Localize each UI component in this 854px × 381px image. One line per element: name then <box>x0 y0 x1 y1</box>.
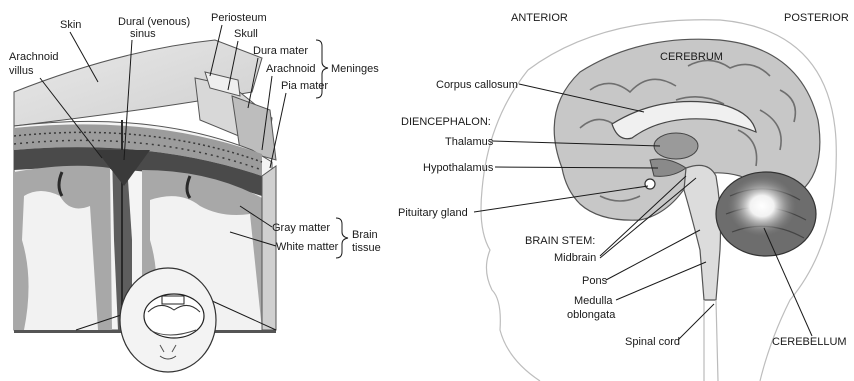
block-side-face <box>262 166 276 330</box>
pituitary-shape <box>645 179 655 189</box>
label-dural-sinus-line2: sinus <box>130 28 156 40</box>
label-cerebellum: CEREBELLUM <box>772 336 847 348</box>
label-pituitary-gland: Pituitary gland <box>398 207 468 219</box>
label-brain-stem: BRAIN STEM: <box>525 235 595 247</box>
label-medulla-line2: oblongata <box>567 309 616 321</box>
label-arachnoid-villus-line1: Arachnoid <box>9 51 59 63</box>
label-dura-mater: Dura mater <box>253 45 308 57</box>
label-skin: Skin <box>60 19 81 31</box>
label-hypothalamus: Hypothalamus <box>423 162 494 174</box>
label-anterior: ANTERIOR <box>511 12 568 24</box>
label-skull: Skull <box>234 28 258 40</box>
label-dural-sinus-line1: Dural (venous) <box>118 16 190 28</box>
label-cerebrum: CEREBRUM <box>660 51 723 63</box>
label-thalamus: Thalamus <box>445 136 494 148</box>
label-pia-mater: Pia mater <box>281 80 328 92</box>
label-periosteum: Periosteum <box>211 12 267 24</box>
white-matter-area <box>22 191 98 330</box>
label-diencephalon: DIENCEPHALON: <box>401 116 491 128</box>
label-posterior: POSTERIOR <box>784 12 849 24</box>
label-midbrain: Midbrain <box>554 252 596 264</box>
sagittal-brain <box>481 20 836 381</box>
label-meninges: Meninges <box>331 63 379 75</box>
label-brain-tissue-line1: Brain <box>352 229 378 241</box>
label-corpus-callosum: Corpus callosum <box>436 79 518 91</box>
label-brain-tissue-line2: tissue <box>352 242 381 254</box>
label-gray-matter: Gray matter <box>272 222 330 234</box>
label-white-matter: White matter <box>276 241 339 253</box>
brain-stem-shape <box>684 165 721 300</box>
label-spinal-cord: Spinal cord <box>625 336 680 348</box>
label-pons: Pons <box>582 275 608 287</box>
label-arachnoid: Arachnoid <box>266 63 316 75</box>
label-arachnoid-villus-line2: villus <box>9 65 34 77</box>
head-inset-illustration <box>120 268 216 372</box>
thalamus-shape <box>654 133 698 159</box>
cerebellum-shape <box>716 172 816 256</box>
label-medulla-line1: Medulla <box>574 295 613 307</box>
